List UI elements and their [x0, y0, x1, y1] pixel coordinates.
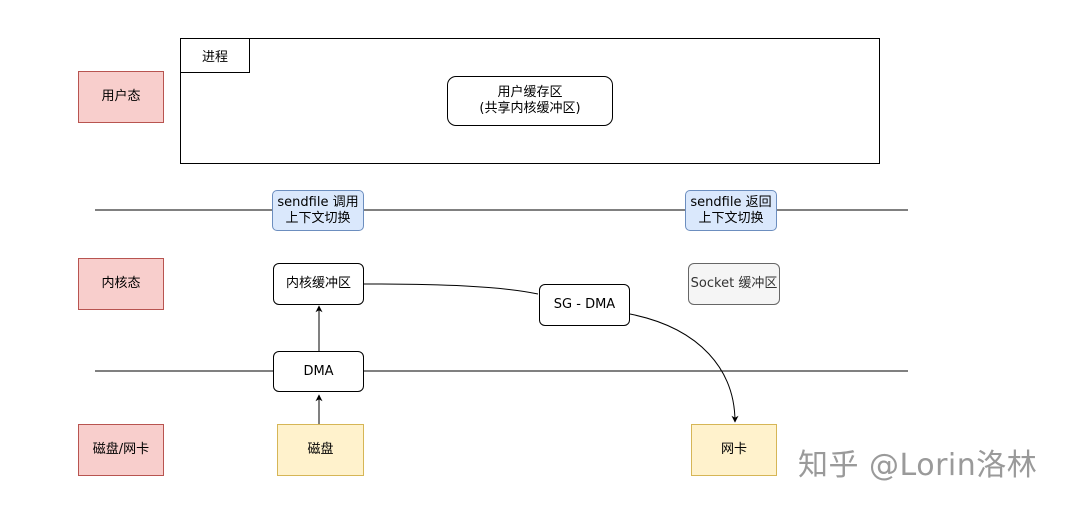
- sg-dma-box: SG - DMA: [539, 284, 630, 326]
- sgdma-to-nic-arrow: [629, 313, 739, 423]
- watermark-text: 知乎 @Lorin洛林: [798, 448, 1038, 483]
- user-buffer-title: 用户缓存区: [497, 85, 563, 100]
- user-buffer-box: 用户缓存区 (共享内核缓冲区): [447, 76, 613, 126]
- lane-label-device: 磁盘/网卡: [78, 424, 164, 476]
- kernel-buffer-text: 内核缓冲区: [285, 276, 351, 291]
- lane-label-kernel-text: 内核态: [101, 276, 141, 291]
- sg-dma-text: SG - DMA: [553, 297, 616, 312]
- user-buffer-subtitle: (共享内核缓冲区): [479, 101, 581, 116]
- nic-box: 网卡: [691, 424, 777, 476]
- context-switch-call-text: 上下文切换: [285, 210, 351, 226]
- disk-box: 磁盘: [277, 424, 364, 476]
- kernel-buffer-box: 内核缓冲区: [273, 263, 364, 305]
- context-switch-return-text: 上下文切换: [698, 210, 764, 226]
- process-tag-text: 进程: [201, 50, 228, 65]
- sendfile-call-text: sendfile 调用: [277, 194, 359, 210]
- process-tag: 进程: [180, 38, 250, 73]
- lane-label-kernel-mode: 内核态: [78, 258, 164, 310]
- dma-text: DMA: [303, 363, 334, 379]
- lane-label-user-text: 用户态: [101, 89, 141, 104]
- disk-text: 磁盘: [307, 442, 334, 457]
- nic-text: 网卡: [720, 442, 747, 457]
- lane-label-device-text: 磁盘/网卡: [92, 442, 150, 457]
- socket-buffer-box: Socket 缓冲区: [688, 263, 780, 305]
- lane-label-user-mode: 用户态: [78, 71, 164, 123]
- kernel-buffer-to-sgdma-curve: [363, 283, 539, 295]
- dma-box: DMA: [273, 351, 364, 392]
- sendfile-call-callout: sendfile 调用 上下文切换: [272, 190, 364, 231]
- socket-buffer-text: Socket 缓冲区: [690, 276, 778, 291]
- sendfile-return-text: sendfile 返回: [690, 194, 772, 210]
- sendfile-return-callout: sendfile 返回 上下文切换: [685, 190, 777, 231]
